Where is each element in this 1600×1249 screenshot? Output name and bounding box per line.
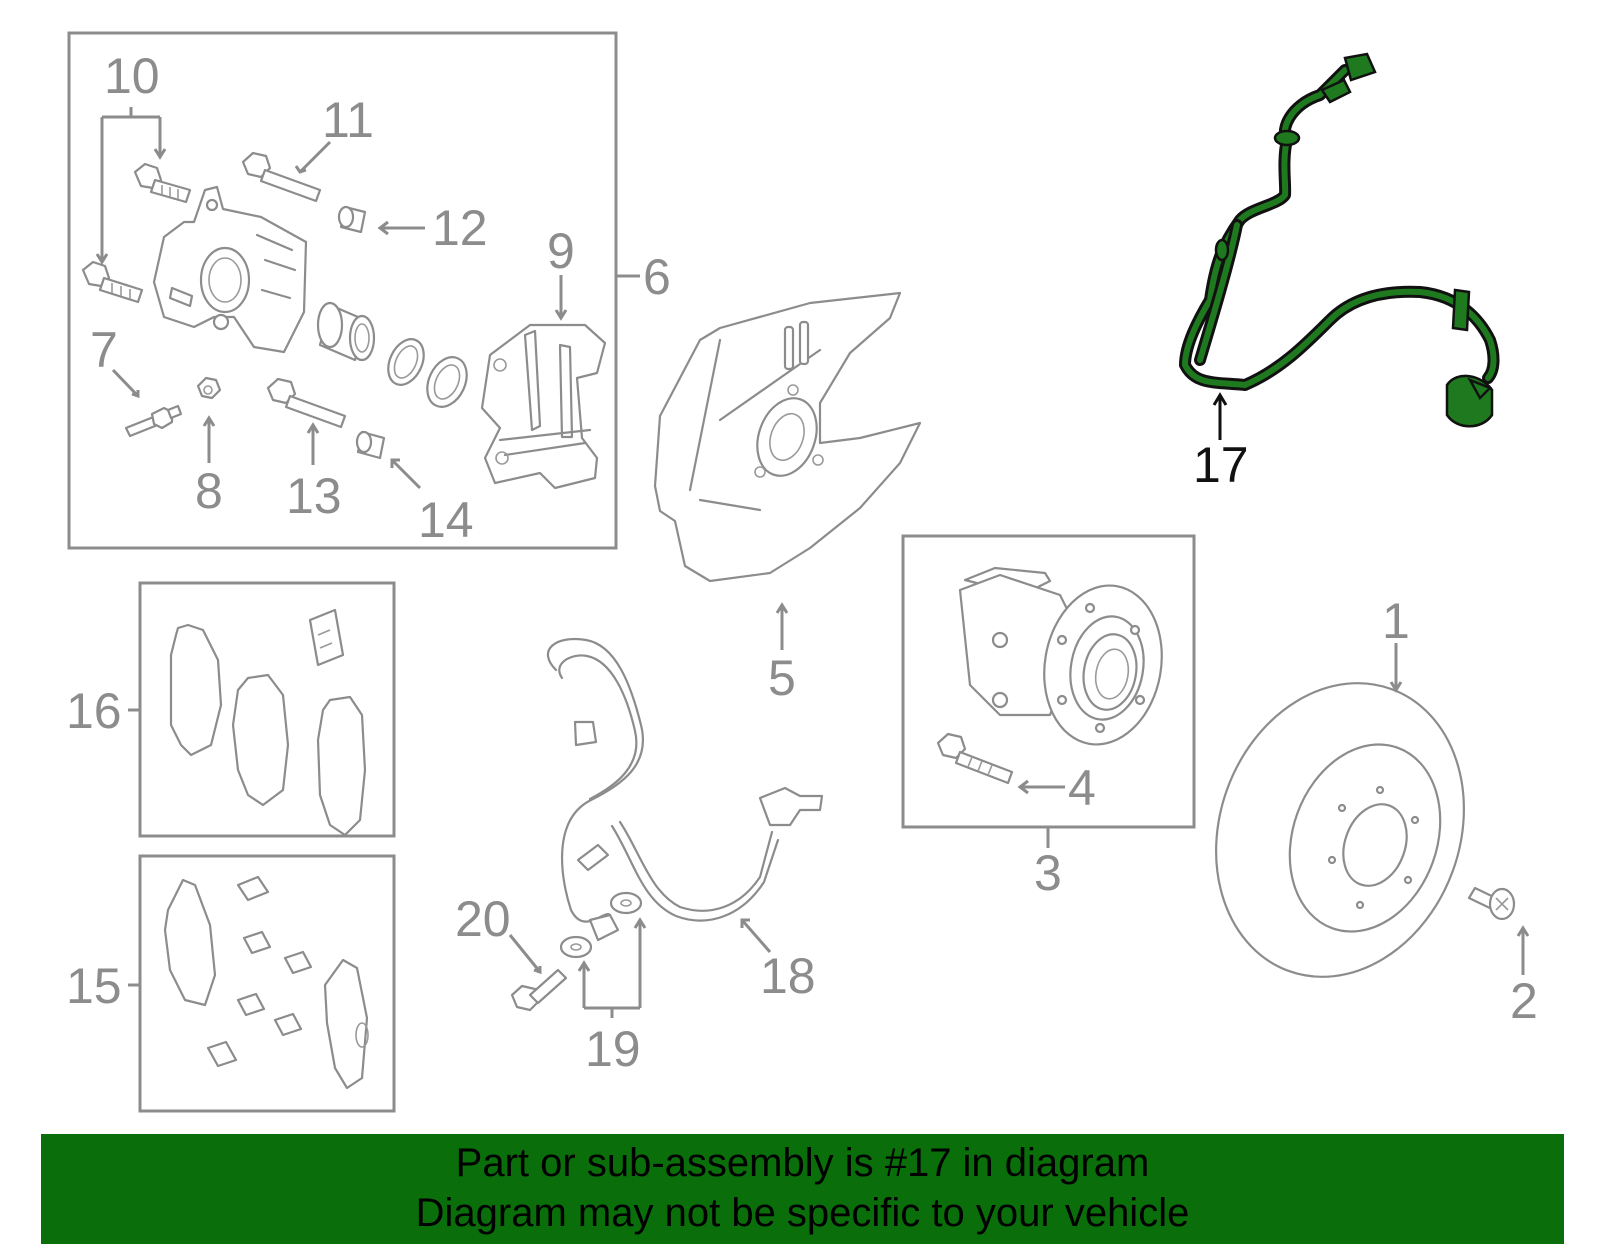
callout-20: 20 [455,891,511,947]
caliper-body [152,185,308,354]
banner-line-part: Part or sub-assembly is #17 in diagram [455,1141,1150,1185]
callout-16: 16 [66,683,122,739]
callout-15: 15 [66,958,122,1014]
callout-4: 4 [1068,760,1096,816]
caliper-bolt-upper [133,162,192,204]
hub-mounting-bolt [936,732,1014,785]
sensor-bolt [510,968,568,1012]
callout-2: 2 [1510,973,1538,1029]
bushing-upper [337,205,367,234]
wheel-hub-bearing [958,566,1163,746]
abs-sensor-wire-front [546,637,824,923]
caliper-bolt-lower [81,260,144,304]
callout-18: 18 [760,948,816,1004]
guide-pin-upper [241,151,322,203]
callout-11: 11 [322,92,374,148]
callout-7: 7 [90,322,118,378]
pad-hardware-kit [163,875,369,1090]
rotor-set-screw [1467,886,1516,921]
caliper-assembly-box [67,31,618,550]
callout-19: 19 [585,1021,641,1077]
bleeder-cap [196,376,222,400]
part-info-banner: Part or sub-assembly is #17 in diagram D… [41,1134,1564,1244]
callout-9: 9 [547,223,575,279]
guide-pin-lower [266,377,347,429]
callout-12: 12 [432,200,488,256]
dust-boot [426,356,468,408]
brake-pads [169,608,367,837]
callout-5: 5 [768,650,796,706]
bushing-lower [355,430,386,460]
brake-dust-shield [653,291,922,583]
callout-10: 10 [104,48,160,104]
caliper-piston [316,301,376,362]
callout-3: 3 [1034,845,1062,901]
callout-13: 13 [286,468,342,524]
abs-wheel-speed-sensor [1179,52,1500,428]
piston-seal [387,338,425,386]
bleeder-screw [124,404,183,438]
callout-17: 17 [1193,437,1249,493]
callout-6: 6 [643,249,671,305]
callout-14: 14 [418,492,474,548]
callout-8: 8 [195,463,223,519]
caliper-group [81,151,607,490]
callout-1: 1 [1382,593,1410,649]
sensor-washers [559,891,643,959]
banner-line-disclaimer: Diagram may not be specific to your vehi… [415,1191,1190,1235]
caliper-bracket [480,323,607,490]
brake-rotor [1215,682,1465,978]
